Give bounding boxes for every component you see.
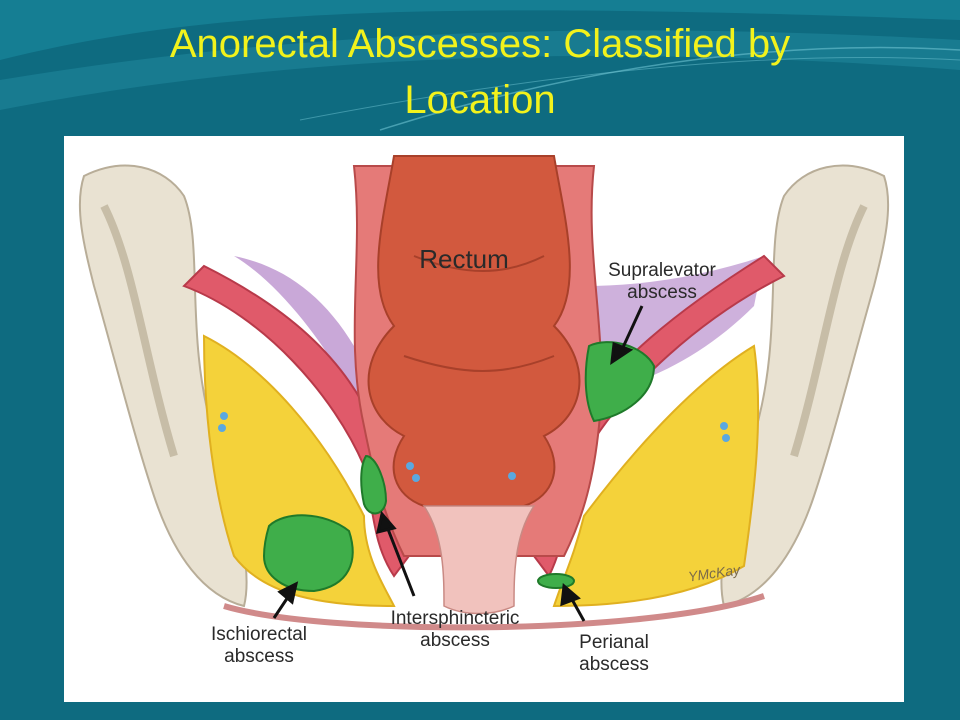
- ischiorectal-abscess: [262, 514, 354, 593]
- perianal-abscess-label: Perianal abscess: [554, 632, 674, 676]
- rectum: [367, 155, 581, 507]
- intersphincteric-label-line-2: abscess: [420, 630, 490, 651]
- supralevator-abscess-label: Supralevator abscess: [592, 260, 732, 304]
- slide-title-line-2: Location: [404, 78, 556, 122]
- slide-title-line-1: Anorectal Abscesses: Classified by: [169, 22, 791, 66]
- rectum-label-text: Rectum: [419, 244, 509, 274]
- perianal-label-line-1: Perianal: [579, 632, 649, 653]
- slide-title: Anorectal Abscesses: Classified by Locat…: [20, 16, 940, 128]
- arrow-intersphincteric: [376, 510, 416, 597]
- anorectal-anatomy-drawing: [78, 155, 890, 631]
- supralevator-label-line-1: Supralevator: [608, 260, 716, 281]
- arrow-ischiorectal: [272, 581, 299, 619]
- perineum-skin: [223, 593, 765, 631]
- perianal-abscess: [537, 573, 575, 589]
- ischiorectal-fat-right: [552, 344, 760, 608]
- ischiorectal-abscess-label: Ischiorectal abscess: [189, 624, 329, 668]
- arrow-supralevator: [610, 305, 644, 366]
- anatomy-illustration: Rectum Supralevator abscess Ischiorectal…: [64, 136, 904, 702]
- perianal-label-line-2: abscess: [579, 654, 649, 675]
- ischiorectal-label-line-1: Ischiorectal: [210, 624, 308, 645]
- intersphincteric-abscess-label: Intersphincteric abscess: [360, 608, 550, 652]
- rectum-label: Rectum: [409, 244, 519, 274]
- anal-canal: [422, 505, 536, 615]
- supralevator-label-line-2: abscess: [627, 282, 697, 303]
- intersphincteric-abscess: [360, 454, 388, 515]
- pelvic-bone-right: [720, 164, 890, 608]
- supralevator-space-left: [234, 256, 364, 416]
- intersphincteric-label-line-1: Intersphincteric: [390, 608, 520, 629]
- arrow-perianal: [560, 583, 586, 622]
- pelvic-bone-left: [78, 164, 248, 608]
- ischiorectal-label-line-2: abscess: [224, 646, 294, 667]
